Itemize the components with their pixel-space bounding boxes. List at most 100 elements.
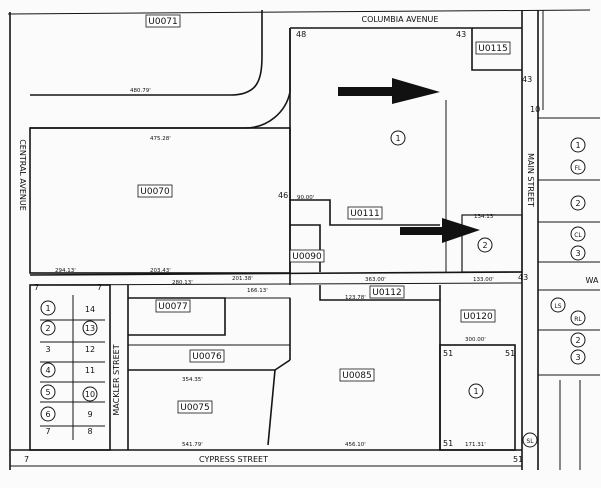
parcel-u0112-label: U0112 [372,288,402,298]
lot-circle: 3 [570,245,586,261]
parcel-label-box [347,206,383,220]
lot-circle: 2 [40,320,56,336]
parcel-u0070-label: U0070 [140,187,170,197]
parcel-u0090: U0090 [289,249,325,263]
measurement: 133.00' [473,277,494,283]
lot-number: 11 [85,366,95,375]
parcel-u0115: U0115 [475,41,511,55]
measurement: 541.79' [182,442,203,448]
parcel-u0075: U0075 [177,400,213,414]
parcel-u0071-label: U0071 [148,17,178,27]
svg-text:LS: LS [554,303,561,310]
street-mackler-label: MACKLER STREET [112,344,121,415]
svg-text:1: 1 [45,304,50,313]
parcel-u0115-label: U0115 [478,44,508,54]
parcel-u0111-boundary [290,199,440,226]
block-number: 7 [97,283,102,292]
lot-number: 14 [85,305,95,314]
block-number: 51 [505,349,515,358]
block-number: 7 [34,283,39,292]
parcel-label-box [155,299,191,313]
lot-circle: 1 [468,383,484,399]
svg-text:2: 2 [575,199,580,208]
measurement: 456.10' [345,442,366,448]
block-number: 10 [530,105,540,114]
street-central-label: CENTRAL AVENUE [18,139,27,211]
lot-circle: 1 [570,137,586,153]
block-number: 48 [296,30,306,39]
svg-text:3: 3 [575,249,580,258]
parcel-u0070-boundary [29,127,291,274]
measurement: 363.00' [365,277,386,283]
measurement: 280.13' [172,280,193,286]
lot-number: WA [586,276,599,285]
lot-number: 8 [87,427,92,436]
lot-circle: 13 [82,320,98,336]
lot-circle: 5 [40,384,56,400]
svg-text:1: 1 [575,141,580,150]
map-top-edge [7,9,591,15]
parcel-label-box [189,349,225,363]
parcel-u0111-label: U0111 [350,209,380,219]
parcel-u0112: U0112 [369,285,405,299]
parcel-u0077-label: U0077 [158,302,188,312]
parcel-u0077-east [128,297,291,346]
svg-text:6: 6 [45,410,50,419]
lot-circle: LS [550,297,566,313]
parcel-u0120-label: U0120 [463,312,493,322]
columbia-curve-lower [30,28,291,129]
arrows [338,78,480,243]
lot-circle: CL [570,226,586,242]
parcel-label-box [475,41,511,55]
parcel-u0075-label: U0075 [180,403,210,413]
parcel-u0076-label: U0076 [192,352,222,362]
columbia-curve-upper [30,10,263,96]
measurement: 171.31' [465,442,486,448]
block-number: 51 [443,349,453,358]
lot-circle: 10 [82,386,98,402]
block-number: 46 [278,191,288,200]
parcel-label-box [460,309,496,323]
arrow-lower [400,218,480,243]
lot-number: 9 [87,410,92,419]
block-number: 43 [456,30,466,39]
measurement: 475.28' [150,136,171,142]
parcel-u0076: U0076 [189,349,225,363]
measurement: 203.43' [150,268,171,274]
block-number: 51 [513,455,523,464]
block-number: 43 [518,273,528,282]
center-road-north [29,271,523,276]
lot-circle: SL [522,432,538,448]
lot-circle: RL [570,310,586,326]
parcel-u0112-boundary [319,285,441,301]
svg-text:13: 13 [85,324,95,333]
parcel-u0077: U0077 [155,299,191,313]
svg-text:2: 2 [575,336,580,345]
arrow-upper [338,78,440,104]
parcel-u0085-label: U0085 [342,371,372,381]
parcel-u0115-boundary [471,28,522,71]
block-number: 7 [24,455,29,464]
parcel-u0070: U0070 [137,184,173,198]
measurement: 166.13' [247,288,268,294]
svg-text:2: 2 [482,241,487,250]
measurement: 480.79' [130,88,151,94]
lot-circle: 2 [570,332,586,348]
svg-text:3: 3 [575,353,580,362]
svg-text:FL: FL [575,165,582,172]
parcel-u0071: U0071 [145,14,181,28]
lot-number: 12 [85,345,95,354]
measurement: 300.00' [465,337,486,343]
street-cypress-label: CYPRESS STREET [199,455,268,464]
lot-circle: 3 [570,349,586,365]
lot-circle: 4 [40,362,56,378]
measurement: 294.13' [55,268,76,274]
parcel-u0111: U0111 [347,206,383,220]
parcel-u0090-boundary [290,224,321,272]
parcel-u0077-boundary [128,297,226,336]
block-number: 51 [443,439,453,448]
parcel-divider-diag [274,359,291,371]
lot-circle: 2 [477,237,493,253]
street-columbia-label: COLUMBIA AVENUE [362,15,439,24]
